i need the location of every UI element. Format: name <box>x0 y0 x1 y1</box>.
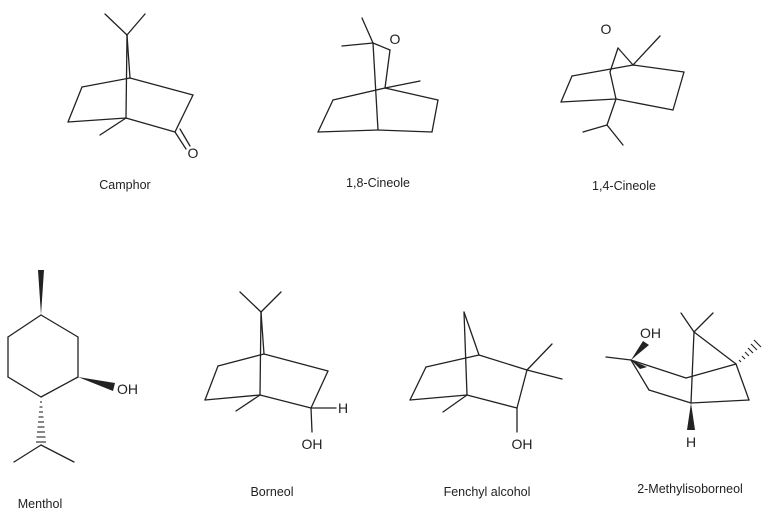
menthol-name: Menthol <box>18 497 62 511</box>
menthol-oh-label: OH <box>117 381 138 397</box>
cineole14-name: 1,4-Cineole <box>592 179 656 193</box>
mib-oh-wedge <box>631 360 647 369</box>
cineole18-name: 1,8-Cineole <box>346 176 410 190</box>
mib-h-wedge <box>687 403 695 430</box>
fenchyl-oh-label: OH <box>512 436 533 452</box>
molecule-methylisoborneol: OH H 2-Methylisoborneol <box>605 312 762 496</box>
molecule-borneol: H OH Borneol <box>204 291 348 499</box>
mib-methyl-hash <box>738 339 762 363</box>
molecule-cineole-14: O 1,4-Cineole <box>560 20 685 193</box>
borneol-name: Borneol <box>250 485 293 499</box>
borneol-h-label: H <box>338 400 348 416</box>
menthol-isopropyl-hash <box>36 401 46 443</box>
camphor-name: Camphor <box>99 178 150 192</box>
menthol-methyl-wedge <box>38 270 44 315</box>
camphor-oxygen-label: O <box>188 145 199 161</box>
borneol-oh-label: OH <box>302 436 323 452</box>
cineole18-oxygen-label: O <box>390 31 401 47</box>
mib-name: 2-Methylisoborneol <box>637 482 743 496</box>
cineole14-oxygen-label: O <box>601 21 612 37</box>
mib-oh-label: OH <box>640 325 661 341</box>
molecule-cineole-18: O 1,8-Cineole <box>317 17 439 190</box>
molecule-fenchyl-alcohol: OH Fenchyl alcohol <box>409 311 563 499</box>
fenchyl-name: Fenchyl alcohol <box>444 485 531 499</box>
molecule-menthol: OH Menthol <box>7 270 138 511</box>
mib-h-label: H <box>686 434 696 450</box>
molecule-camphor: O Camphor <box>67 13 199 192</box>
menthol-oh-wedge <box>78 377 115 391</box>
